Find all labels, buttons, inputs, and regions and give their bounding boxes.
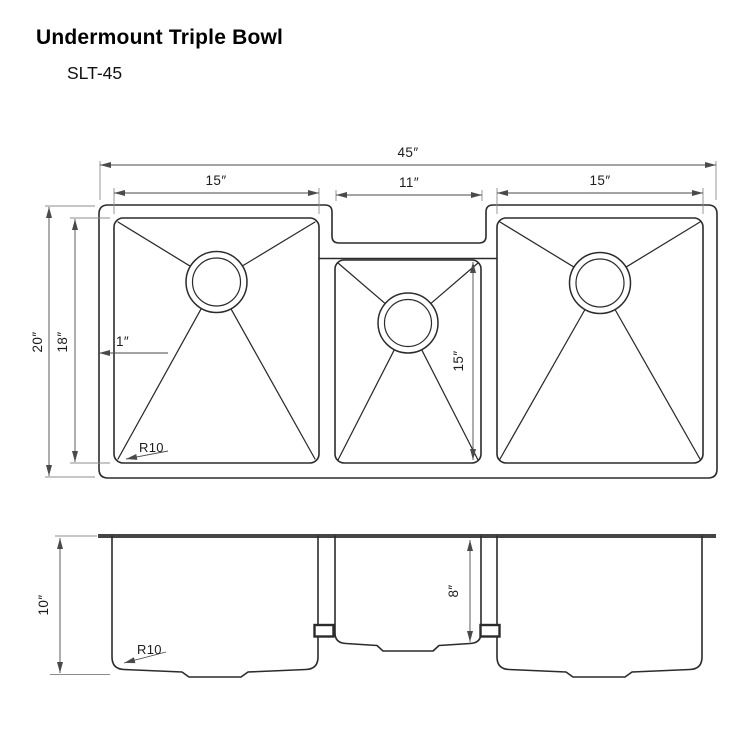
dim-middle-bowl-depth: 8″ [446,540,473,642]
dim-label-rim-width: 1″ [116,334,129,349]
dim-middle-bowl-length: 15″ [451,262,476,460]
front-view-drawing: 10″ 8″ R10 [36,534,716,678]
dim-label-middle-bowl-depth: 8″ [446,584,461,597]
dim-label-middle-bowl-width: 11″ [399,175,419,190]
middle-bowl-slope-lines [337,262,479,461]
drain-outer-circle [185,250,248,314]
drain-outer-circle [377,292,439,354]
left-mounting-clip [313,623,335,638]
drain-outer-circle [568,251,632,315]
model-number: SLT-45 [67,63,123,83]
dim-right-bowl-width: 15″ [497,173,703,196]
left-bowl-outline [113,217,320,464]
middle-bowl-profile [334,535,482,652]
extension-lines-front-view [50,535,110,675]
radius-label-top-view: R10 [139,440,164,455]
top-view-drawing: 45″ 15″ 11″ 15″ 20″ 18″ [30,145,718,479]
dim-rim-width: 1″ [99,334,168,356]
radius-label-front-view: R10 [137,642,162,657]
left-bowl-slope-lines [117,221,316,460]
dim-overall-depth: 20″ [30,207,52,476]
right-bowl-drain [568,251,632,315]
dim-label-bowl-depth: 18″ [55,332,70,353]
radius-callout-front-view: R10 [123,642,167,664]
dim-overall-width: 45″ [100,145,716,168]
radius-callout-top-view: R10 [125,440,169,460]
middle-bowl-drain [377,292,439,354]
dim-label-right-bowl-width: 15″ [590,173,611,188]
dim-label-side-bowl-depth: 10″ [36,595,51,616]
right-bowl-profile [496,535,703,678]
drain-inner-circle [575,258,625,308]
drain-inner-circle [383,298,433,348]
dim-label-left-bowl-width: 15″ [206,173,227,188]
left-bowl-drain [185,250,248,314]
dim-label-middle-bowl-length: 15″ [451,351,466,372]
right-mounting-clip [479,623,501,638]
middle-bowl-outline [334,259,482,464]
dim-left-bowl-width: 15″ [114,173,319,196]
extension-lines-top-view [45,161,717,478]
dim-label-overall-width: 45″ [398,145,419,160]
drain-inner-circle [191,257,242,307]
left-bowl-profile [111,535,319,678]
sink-outer-rim [98,204,718,479]
dim-label-overall-depth: 20″ [30,332,45,353]
dim-bowl-depth: 18″ [55,219,78,462]
page-title: Undermount Triple Bowl [36,26,284,49]
dim-side-bowl-depth: 10″ [36,538,63,673]
right-bowl-outline [496,217,704,464]
dim-middle-bowl-width: 11″ [336,175,482,198]
right-bowl-slope-lines [499,221,701,460]
